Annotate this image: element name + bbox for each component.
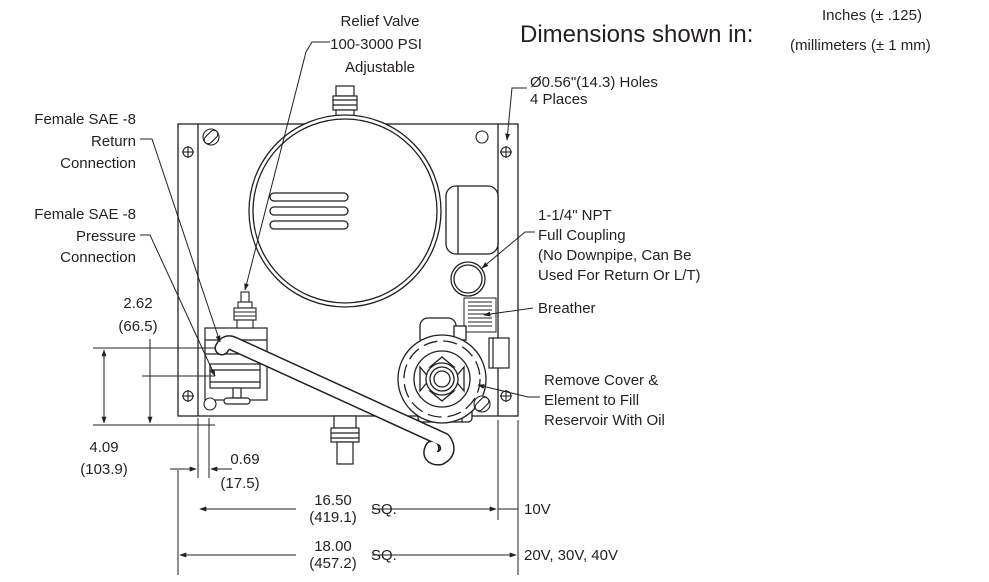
callout-labels: Relief Valve 100-3000 PSI Adjustable Ø0.… [34,13,700,429]
callout-leaders [140,41,540,398]
return-conn-line-3: Connection [60,155,136,172]
side-motor [445,185,499,255]
model-10v-label: 10V [524,501,551,518]
pressure-conn-line-1: Female SAE -8 [34,206,136,223]
dim-18-00-in: 18.00 [314,538,352,555]
coupling-line-3: (No Downpipe, Can Be [538,247,691,264]
relief-valve-line-2: 100-3000 PSI [330,36,422,53]
units-caption: Dimensions shown in: [520,21,753,48]
dim-18-00-sq: SQ. [371,547,397,564]
coupling-line-1: 1-1/4" NPT [538,207,612,224]
holes-line-2: 4 Places [530,91,588,108]
dim-16-50-sq: SQ. [371,501,397,518]
dim-16-50-in: 16.50 [314,492,352,509]
side-sight-gauge [488,337,510,369]
leader-pressure [140,234,216,377]
dim-4-09-mm: (103.9) [80,461,128,478]
holes-line-1: Ø0.56"(14.3) Holes [530,74,658,91]
dimension-lines [93,339,519,575]
dim-16-50-mm: (419.1) [309,509,357,526]
hole-top-right [500,146,512,158]
model-20v-30v-40v-label: 20V, 30V, 40V [524,547,618,564]
lifting-slot-top-left [202,128,220,146]
lifting-slot-bottom-right [473,395,491,413]
dim-2-62-mm: (66.5) [118,318,157,335]
mounting-holes [182,128,512,413]
return-conn-line-1: Female SAE -8 [34,111,136,128]
fill-line-1: Remove Cover & [544,372,658,389]
fill-line-3: Reservoir With Oil [544,412,665,429]
fill-line-2: Element to Fill [544,392,639,409]
npt-coupling [450,261,486,297]
leader-coupling [481,231,535,269]
dim-4-09-in: 4.09 [89,439,118,456]
coupling-line-2: Full Coupling [538,227,626,244]
leader-breather [483,307,534,317]
relief-valve-line-1: Relief Valve [341,13,420,30]
plate-bolt-bottom-left [203,397,217,411]
coupling-line-4: Used For Return Or L/T) [538,267,701,284]
leader-return [140,138,221,343]
dim-18-00-mm: (457.2) [309,555,357,572]
plate-bolt-top-right [475,130,489,144]
fill-housing [397,317,487,424]
return-tube [214,335,455,466]
breather-label: Breather [538,300,596,317]
relief-valve [233,291,257,329]
pressure-conn-line-3: Connection [60,249,136,266]
leader-relief-valve [244,41,330,291]
bottom-fitting [330,415,360,465]
breather-cap [463,297,497,333]
hole-bottom-right [500,390,512,402]
units-inches: Inches (± .125) [822,7,922,24]
dim-2-62-in: 2.62 [123,295,152,312]
filter-canister [248,114,442,308]
leader-fill [477,384,540,398]
hole-bottom-left [182,390,194,402]
units-millimeters: (millimeters (± 1 mm) [790,37,931,54]
relief-valve-line-3: Adjustable [345,59,415,76]
leader-holes [505,87,527,141]
dimension-labels: 2.62 (66.5) 4.09 (103.9) 0.69 (17.5) 16.… [80,295,618,572]
pressure-conn-line-2: Pressure [76,228,136,245]
dim-0-69-in: 0.69 [230,451,259,468]
dim-0-69-mm: (17.5) [220,475,259,492]
return-conn-line-2: Return [91,133,136,150]
hole-top-left [182,146,194,158]
